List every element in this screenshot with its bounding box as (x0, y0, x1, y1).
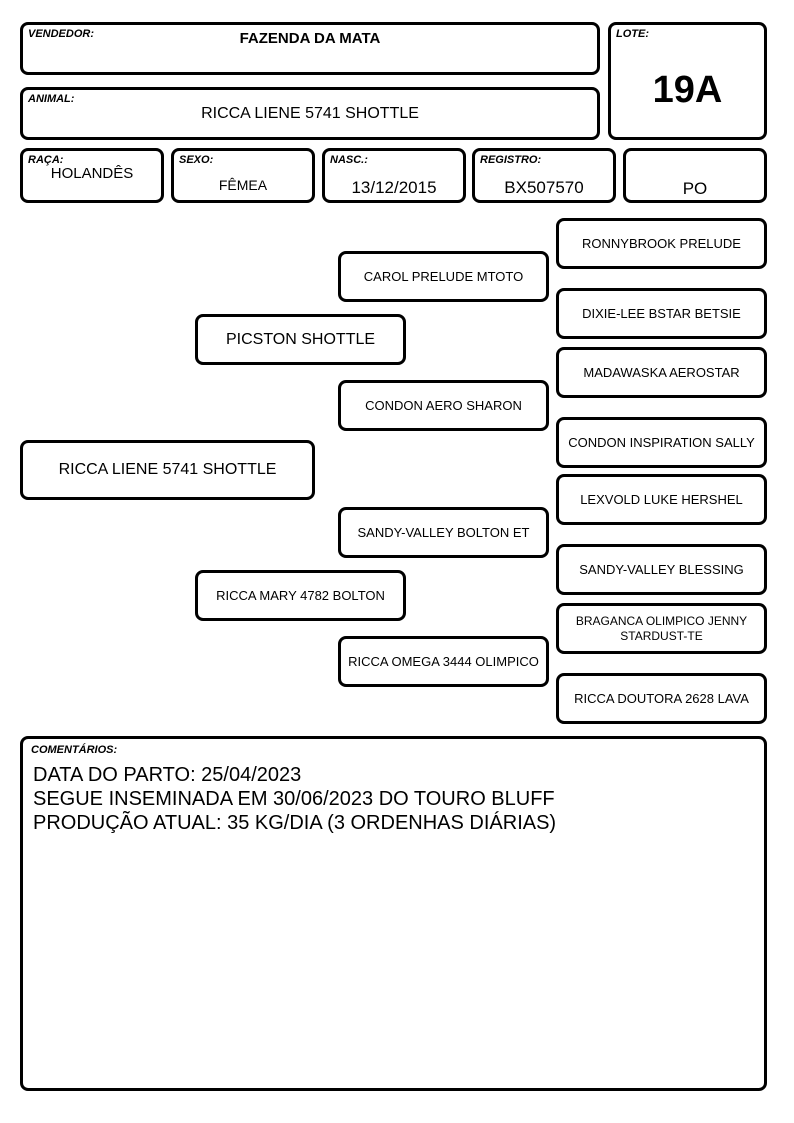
comments-box: COMENTÁRIOS: DATA DO PARTO: 25/04/2023 S… (20, 736, 767, 1091)
comment-line: SEGUE INSEMINADA EM 30/06/2023 DO TOURO … (33, 788, 555, 810)
comments-label: COMENTÁRIOS: (31, 744, 118, 756)
registry-value: BX507570 (504, 178, 584, 197)
vendor-label: VENDEDOR: (28, 28, 95, 40)
pedigree-ggp-4: CONDON INSPIRATION SALLY (556, 417, 767, 468)
lot-label: LOTE: (616, 28, 649, 40)
pedigree-ggp-1: RONNYBROOK PRELUDE (556, 218, 767, 269)
animal-value: RICCA LIENE 5741 SHOTTLE (201, 105, 419, 122)
birth-label: NASC.: (330, 154, 368, 166)
breed-value: HOLANDÊS (50, 165, 134, 182)
pedigree-sire: PICSTON SHOTTLE (195, 314, 406, 365)
pedigree-ggp-name: SANDY-VALLEY BLESSING (579, 561, 744, 577)
sex-label: SEXO: (179, 154, 214, 166)
lot-box: LOTE: 19A (608, 22, 767, 140)
pedigree-ggp-name: BRAGANCA OLIMPICO JENNY STARDUST-TE (575, 613, 748, 643)
animal-box: ANIMAL: RICCA LIENE 5741 SHOTTLE (20, 87, 600, 140)
registry-box: REGISTRO: BX507570 (472, 148, 616, 203)
pedigree-dam-name: RICCA MARY 4782 BOLTON (216, 587, 385, 603)
comment-line: PRODUÇÃO ATUAL: 35 KG/DIA (3 ORDENHAS DI… (33, 812, 557, 834)
pedigree-ggp-7: BRAGANCA OLIMPICO JENNY STARDUST-TE (556, 603, 767, 654)
pedigree-ggp-name: DIXIE-LEE BSTAR BETSIE (582, 305, 741, 321)
pedigree-ggp-name: MADAWASKA AEROSTAR (583, 364, 740, 380)
category-box: PO (623, 148, 767, 203)
breed-label: RAÇA: (28, 154, 64, 166)
pedigree-ggp-name: CONDON INSPIRATION SALLY (568, 434, 755, 450)
sex-value: FÊMEA (218, 177, 268, 193)
pedigree-ggp-name: LEXVOLD LUKE HERSHEL (580, 491, 743, 507)
pedigree-animal: RICCA LIENE 5741 SHOTTLE (20, 440, 315, 500)
vendor-value: FAZENDA DA MATA (239, 30, 381, 47)
pedigree-sire-dam: CONDON AERO SHARON (338, 380, 549, 431)
birth-value: 13/12/2015 (351, 178, 437, 197)
pedigree-sire-name: PICSTON SHOTTLE (225, 330, 376, 348)
pedigree-sire-dam-name: CONDON AERO SHARON (365, 397, 522, 413)
pedigree-dam-dam-name: RICCA OMEGA 3444 OLIMPICO (348, 653, 539, 669)
pedigree-ggp-6: SANDY-VALLEY BLESSING (556, 544, 767, 595)
comment-line: DATA DO PARTO: 25/04/2023 (33, 764, 302, 786)
breed-box: RAÇA: HOLANDÊS (20, 148, 164, 203)
pedigree-ggp-name: RONNYBROOK PRELUDE (582, 235, 741, 251)
lot-value: 19A (652, 69, 723, 111)
pedigree-dam-sire-name: SANDY-VALLEY BOLTON ET (357, 524, 530, 540)
pedigree-ggp-2: DIXIE-LEE BSTAR BETSIE (556, 288, 767, 339)
pedigree-dam: RICCA MARY 4782 BOLTON (195, 570, 406, 621)
pedigree-sire-sire: CAROL PRELUDE MTOTO (338, 251, 549, 302)
registry-label: REGISTRO: (480, 154, 542, 166)
category-value: PO (682, 179, 708, 198)
pedigree-ggp-5: LEXVOLD LUKE HERSHEL (556, 474, 767, 525)
birth-box: NASC.: 13/12/2015 (322, 148, 466, 203)
animal-label: ANIMAL: (28, 93, 75, 105)
pedigree-ggp-name: RICCA DOUTORA 2628 LAVA (574, 690, 749, 706)
pedigree-ggp-8: RICCA DOUTORA 2628 LAVA (556, 673, 767, 724)
vendor-box: VENDEDOR: FAZENDA DA MATA (20, 22, 600, 75)
pedigree-dam-dam: RICCA OMEGA 3444 OLIMPICO (338, 636, 549, 687)
pedigree-animal-name: RICCA LIENE 5741 SHOTTLE (58, 461, 277, 478)
pedigree-sire-sire-name: CAROL PRELUDE MTOTO (363, 268, 524, 284)
comments-body: DATA DO PARTO: 25/04/2023 SEGUE INSEMINA… (33, 763, 556, 835)
sex-box: SEXO: FÊMEA (171, 148, 315, 203)
pedigree-ggp-3: MADAWASKA AEROSTAR (556, 347, 767, 398)
pedigree-dam-sire: SANDY-VALLEY BOLTON ET (338, 507, 549, 558)
